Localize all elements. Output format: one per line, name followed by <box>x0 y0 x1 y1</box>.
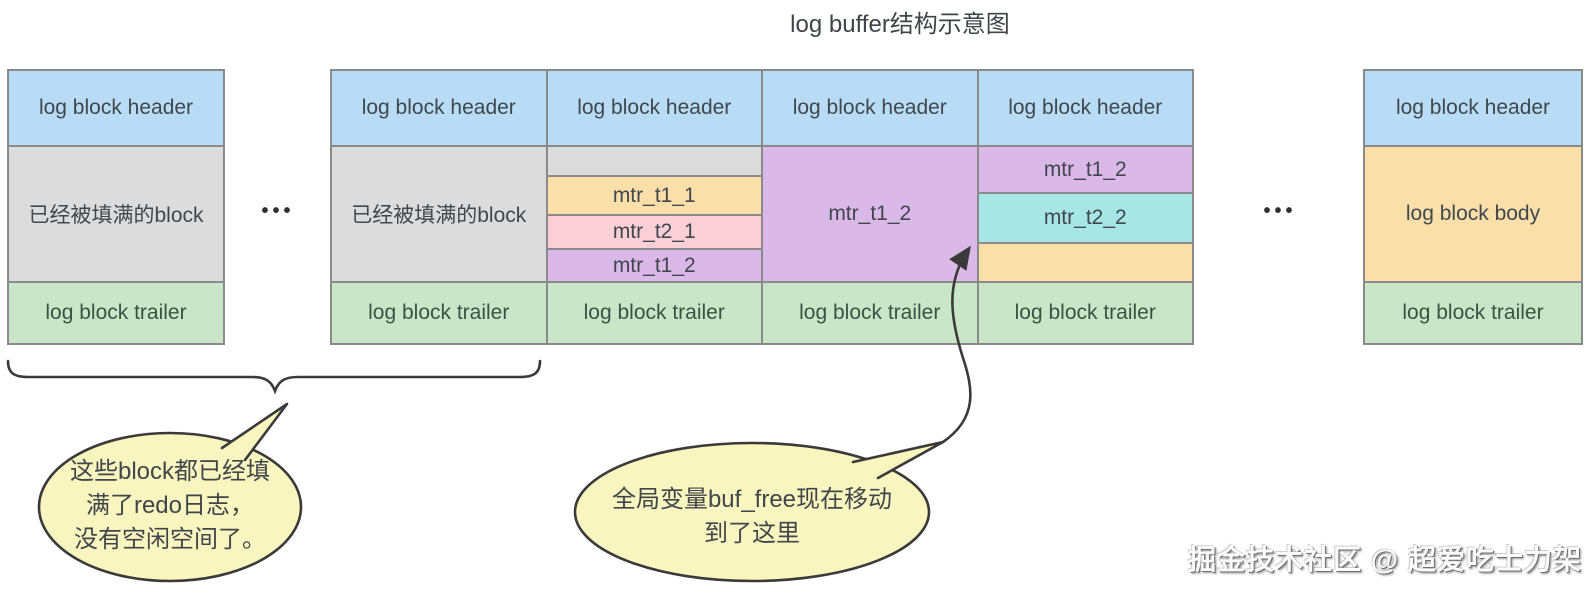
block3-header-segment: log block header <box>547 71 761 145</box>
block4-trailer-segment: log block trailer <box>763 281 977 343</box>
block3-filled-gap-segment <box>547 145 761 175</box>
block2-trailer-segment: log block trailer <box>332 281 546 343</box>
log-block-4: log block header mtr_t1_2 log block trai… <box>761 71 977 343</box>
block5-free-space-segment <box>978 242 1192 281</box>
block4-mtr-t1-2-segment: mtr_t1_2 <box>763 145 977 281</box>
block1-trailer-segment: log block trailer <box>9 281 223 343</box>
block6-header-segment: log block header <box>1365 71 1581 145</box>
block3-mtr-t1-2-segment: mtr_t1_2 <box>547 248 761 281</box>
block5-mtr-t1-2-segment: mtr_t1_2 <box>978 145 1192 192</box>
block6-body-segment: log block body <box>1365 145 1581 281</box>
bubble-buf-free-line1: 全局变量buf_free现在移动 <box>611 486 893 513</box>
filled-blocks-brace <box>6 359 542 395</box>
block3-mtr-t1-1-segment: mtr_t1_1 <box>547 175 761 214</box>
block4-header-segment: log block header <box>763 71 977 145</box>
log-block-5: log block header mtr_t1_2 mtr_t2_2 log b… <box>976 71 1192 343</box>
log-block-6: log block header log block body log bloc… <box>1363 69 1583 345</box>
bubble-filled-blocks-line2: 满了redo日志， <box>85 492 255 519</box>
block6-trailer-segment: log block trailer <box>1365 281 1581 343</box>
block2-filled-body-segment: 已经被填满的block <box>332 145 546 281</box>
block1-header-segment: log block header <box>9 71 223 145</box>
log-block-1: log block header 已经被填满的block log block t… <box>7 69 225 345</box>
diagram-title: log buffer结构示意图 <box>790 11 1010 38</box>
ellipsis-right: ••• <box>1263 200 1297 222</box>
bubble-buf-free-text: 全局变量buf_free现在移动 到了这里 <box>582 483 922 551</box>
log-block-2: log block header 已经被填满的block log block t… <box>332 71 546 343</box>
bubble-buf-free-tail <box>851 440 945 480</box>
bubble-filled-blocks-line1: 这些block都已经填 <box>69 458 271 485</box>
block5-mtr-t2-2-segment: mtr_t2_2 <box>978 192 1192 242</box>
block5-header-segment: log block header <box>978 71 1192 145</box>
bubble-buf-free-line2: 到了这里 <box>704 520 800 547</box>
block3-mtr-t2-1-segment: mtr_t2_1 <box>547 214 761 248</box>
log-block-3: log block header mtr_t1_1 mtr_t2_1 mtr_t… <box>545 71 761 343</box>
block3-trailer-segment: log block trailer <box>547 281 761 343</box>
log-block-group: log block header 已经被填满的block log block t… <box>330 69 1194 345</box>
log-block-6-column: log block header log block body log bloc… <box>1365 71 1581 343</box>
block2-header-segment: log block header <box>332 71 546 145</box>
bubble-filled-blocks-tail <box>220 402 289 462</box>
bubble-filled-blocks-text: 这些block都已经填 满了redo日志， 没有空闲空间了。 <box>40 455 300 557</box>
watermark: 掘金技术社区 @ 超爱吃士力架 <box>1188 544 1582 575</box>
ellipsis-left: ••• <box>261 200 295 222</box>
block1-filled-body-segment: 已经被填满的block <box>9 145 223 281</box>
block5-trailer-segment: log block trailer <box>978 281 1192 343</box>
bubble-filled-blocks-line3: 没有空闲空间了。 <box>74 526 266 553</box>
log-block-1-column: log block header 已经被填满的block log block t… <box>9 71 223 343</box>
